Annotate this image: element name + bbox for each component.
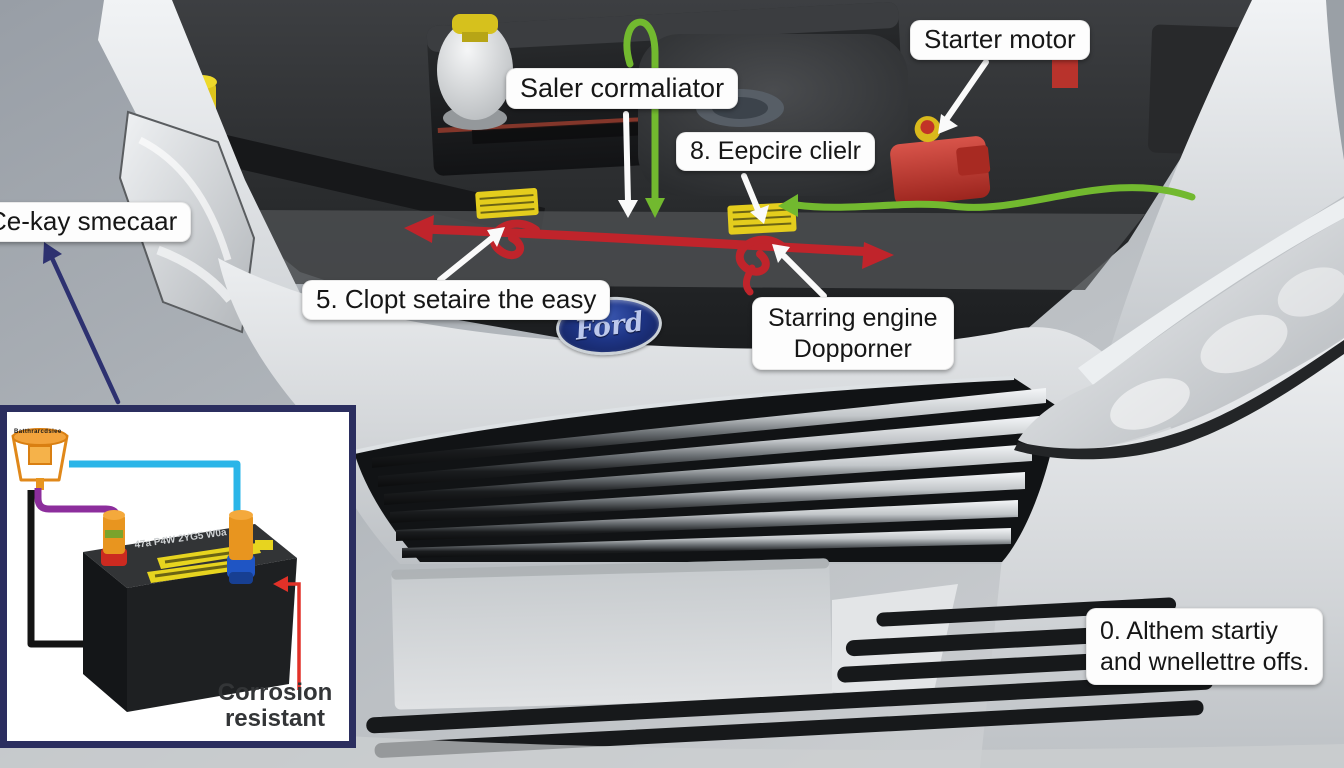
label-eepcire-clielr: 8. Eepcire clielr: [676, 132, 875, 171]
engine-cover: [638, 34, 908, 196]
corrosion-line1: Corrosion: [217, 679, 333, 706]
label-cekay-smecaar: Ce-kay smecaar: [0, 202, 192, 242]
annotation-arrows: [43, 18, 1196, 405]
navy-arrow: [43, 242, 121, 405]
right-edge-shade: [1326, 0, 1344, 160]
label-althem-start: 0. Althem startiy and wnellettre offs.: [1086, 608, 1324, 685]
starter-component: [890, 116, 991, 206]
corrosion-resistant-label: Corrosion resistant: [199, 680, 351, 732]
label-starring-line1: Starring engine: [768, 304, 938, 332]
engine-bay: [135, 0, 1284, 352]
cowl-panel: [240, 210, 1145, 290]
corrosion-pointer: [273, 576, 301, 690]
label-starring-line2: Dopporner: [793, 334, 912, 363]
right-fender: [1106, 0, 1344, 362]
inset-micro-label: Batthrarcdsiee: [14, 429, 62, 435]
inset-graphic: 47a P4W 2YG5 W0a: [11, 428, 301, 712]
grille: [353, 376, 1060, 562]
yellow-sticker-1: [475, 188, 539, 219]
label-althem-line2: and wnellettre offs.: [1100, 647, 1310, 676]
floor: [0, 706, 1344, 768]
label-althem-line1: 0. Althem startiy: [1100, 617, 1278, 645]
component-icon: [11, 428, 69, 490]
black-wire: [27, 490, 91, 648]
red-double-arrow: [404, 215, 894, 296]
cyan-wire: [69, 460, 241, 518]
brake-reservoir: [437, 14, 513, 130]
corrosion-line2: resistant: [224, 704, 326, 732]
label-saler-cormaliator: Saler cormaliator: [506, 68, 739, 109]
battery-illustration: 47a P4W 2YG5 W0a: [83, 510, 297, 712]
label-starring-engine: Starring engine Dopporner: [752, 297, 954, 370]
battery-wiring-inset: 47a P4W 2YG5 W0a Batthrarcdsiee: [0, 405, 356, 748]
label-clopt-setaire: 5. Clopt setaire the easy: [302, 280, 611, 320]
green-arrows: [623, 18, 1196, 218]
right-headlight: [1014, 198, 1344, 460]
white-callout-arrows: [437, 59, 989, 299]
label-starter-motor: Starter motor: [910, 20, 1090, 60]
license-plate-blank: [391, 558, 833, 710]
